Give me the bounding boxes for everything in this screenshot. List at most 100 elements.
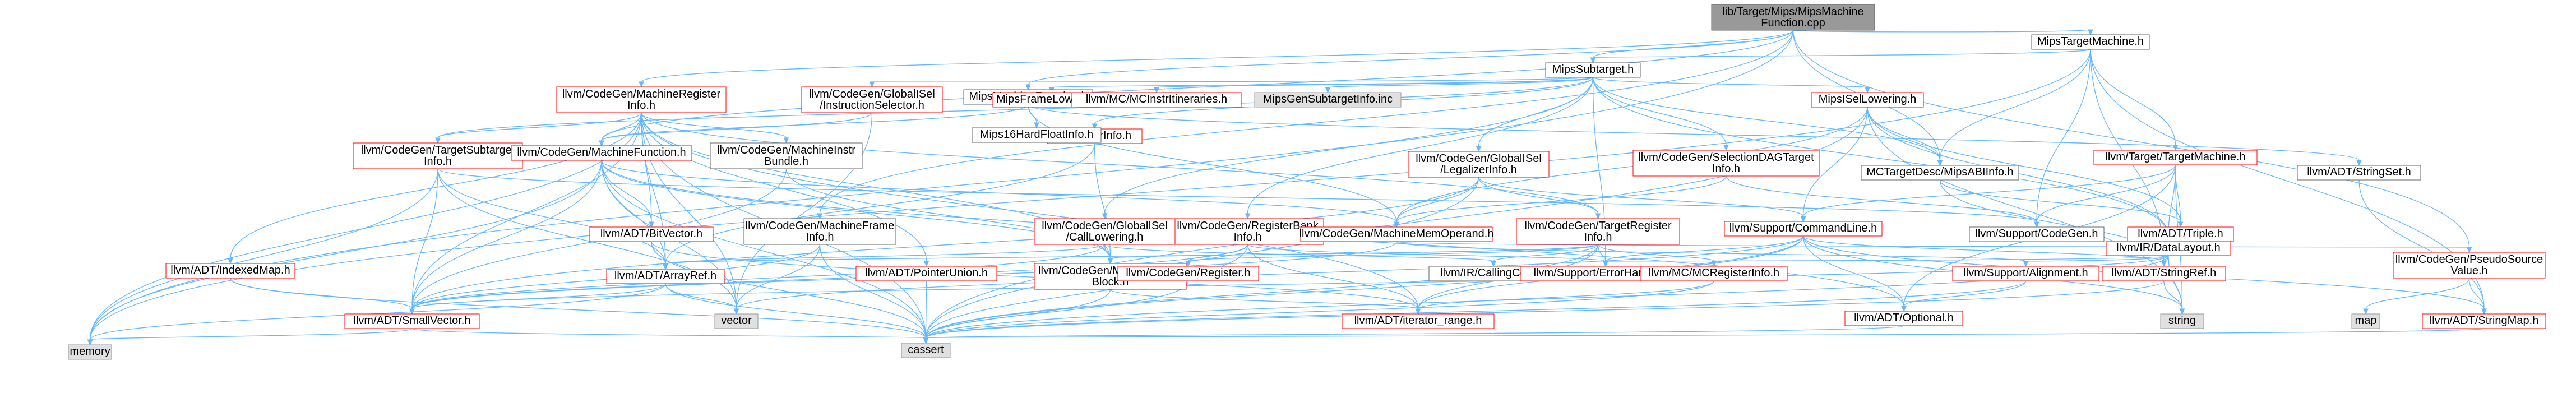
node-mipsisel[interactable]: MipsISelLowering.h xyxy=(1811,92,1924,108)
node-label: llvm/ADT/Optional.h xyxy=(1854,312,1954,324)
node-indexedmap[interactable]: llvm/ADT/IndexedMap.h xyxy=(165,263,295,279)
node-label: MipsSubtarget.h xyxy=(1552,63,1634,76)
edge-gisel_ll-to-smallvector xyxy=(409,177,1479,315)
node-box xyxy=(855,266,997,281)
node-box xyxy=(1640,266,1788,281)
edge-root-to-mipstm xyxy=(1792,29,2093,36)
edge-cgmf-to-arrayref xyxy=(601,160,668,270)
node-stringmap[interactable]: llvm/ADT/StringMap.h xyxy=(2422,313,2546,329)
node-label: Value.h xyxy=(2450,265,2487,277)
node-mipssub[interactable]: MipsSubtarget.h xyxy=(1545,62,1641,78)
node-box xyxy=(2106,241,2231,256)
node-box xyxy=(606,269,725,284)
edge-mipstm-to-mipssub xyxy=(1590,49,2091,64)
node-ptrunion[interactable]: llvm/ADT/PointerUnion.h xyxy=(855,266,997,281)
edge-cgmmo-to-cgpsv xyxy=(1396,241,2472,253)
node-label: llvm/CodeGen/TargetRegister xyxy=(1524,220,1672,232)
node-stringset[interactable]: llvm/ADT/StringSet.h xyxy=(2297,165,2421,181)
node-box xyxy=(1300,226,1493,242)
node-cgmmo[interactable]: llvm/CodeGen/MachineMemOperand.h xyxy=(1299,226,1494,242)
node-label: llvm/CodeGen/SelectionDAGTarget xyxy=(1638,151,1814,164)
node-label: MipsISelLowering.h xyxy=(1819,93,1917,105)
node-label: llvm/CodeGen/MachineMemOperand.h xyxy=(1299,228,1494,240)
node-label: llvm/CodeGen/GlobalISel xyxy=(1416,152,1542,165)
node-smallvector[interactable]: llvm/ADT/SmallVector.h xyxy=(344,313,480,329)
node-label: llvm/ADT/StringMap.h xyxy=(2430,315,2539,327)
node-label: llvm/ADT/ArrayRef.h xyxy=(614,270,716,282)
node-gisel-ll[interactable]: llvm/CodeGen/GlobalISel/LegalizerInfo.h xyxy=(1408,151,1550,178)
node-optional[interactable]: llvm/ADT/Optional.h xyxy=(1844,311,1963,326)
node-triple[interactable]: llvm/ADT/Triple.h xyxy=(2127,226,2234,242)
node-vector: vector xyxy=(714,313,759,329)
edge-cgsdag-to-cgmmo xyxy=(1394,175,1727,228)
node-targetmachine[interactable]: llvm/Target/TargetMachine.h xyxy=(2093,150,2258,165)
edge-cgmri-to-cgmf xyxy=(599,112,642,147)
edge-mfi-to-stringset xyxy=(1028,104,2362,167)
node-label: llvm/ADT/SmallVector.h xyxy=(354,315,471,327)
node-iterrange[interactable]: llvm/ADT/iterator_range.h xyxy=(1342,313,1495,329)
node-box xyxy=(1969,226,2105,242)
edge-mipssub-to-mcinstr xyxy=(1154,77,1594,94)
edge-cgmri-to-cgmib xyxy=(641,112,789,144)
node-gisel-is[interactable]: llvm/CodeGen/GlobalISel/InstructionSelec… xyxy=(801,86,943,113)
edge-datalayout-to-errh xyxy=(1603,255,2169,267)
node-label: llvm/ADT/StringSet.h xyxy=(2307,166,2411,178)
node-box xyxy=(901,343,951,358)
node-bitvector[interactable]: llvm/ADT/BitVector.h xyxy=(589,226,714,242)
node-box xyxy=(1811,92,1924,108)
edge-cgrbi-to-cgreg xyxy=(1185,244,1248,267)
node-label: vector xyxy=(721,315,752,327)
edge-mipssub-to-gisel_is xyxy=(869,77,1594,88)
edge-cgmri-to-cgtsi xyxy=(435,112,642,144)
node-stringref[interactable]: llvm/ADT/StringRef.h xyxy=(2102,266,2226,281)
node-mctd[interactable]: MCTargetDesc/MipsABIInfo.h xyxy=(1861,165,2019,181)
node-box xyxy=(344,313,480,329)
node-mcinstr[interactable]: llvm/MC/MCInstrItineraries.h xyxy=(1071,92,1242,108)
node-mcreg[interactable]: llvm/MC/MCRegisterInfo.h xyxy=(1640,266,1788,281)
node-label: Mips16HardFloatInfo.h xyxy=(980,128,1093,141)
node-box xyxy=(2093,150,2258,165)
node-datalayout[interactable]: llvm/IR/DataLayout.h xyxy=(2106,241,2231,256)
node-cmdline[interactable]: llvm/Support/CommandLine.h xyxy=(1724,221,1883,237)
edge-gisel_cl-to-callconv xyxy=(1104,244,1496,267)
node-box xyxy=(1342,313,1495,329)
node-label: llvm/CodeGen/MachineInstr xyxy=(717,144,855,156)
node-mipstm[interactable]: MipsTargetMachine.h xyxy=(2031,34,2150,50)
node-box xyxy=(1861,165,2019,181)
node-box xyxy=(1724,221,1883,237)
node-cgmf[interactable]: llvm/CodeGen/MachineFunction.h xyxy=(511,145,692,161)
node-cgreg[interactable]: llvm/CodeGen/Register.h xyxy=(1117,266,1259,281)
node-align[interactable]: llvm/Support/Alignment.h xyxy=(1952,266,2099,281)
node-gisel-cl[interactable]: llvm/CodeGen/GlobalISel/CallLowering.h xyxy=(1034,218,1176,245)
edge-cgmf-to-cgmmo xyxy=(601,160,1399,228)
node-box xyxy=(1632,150,1820,177)
node-mips16hf[interactable]: Mips16HardFloatInfo.h xyxy=(972,127,1102,143)
node-arrayref[interactable]: llvm/ADT/ArrayRef.h xyxy=(606,269,725,284)
node-box xyxy=(2393,252,2546,279)
edge-arrayref-to-smallvector xyxy=(409,283,666,315)
node-box xyxy=(1408,151,1550,178)
node-label: llvm/ADT/iterator_range.h xyxy=(1354,315,1482,327)
edge-cgreg-to-cassert xyxy=(923,280,1189,344)
edge-stringref-to-cassert xyxy=(923,280,2165,344)
node-label: MipsGenSubtargetInfo.inc xyxy=(1263,93,1393,105)
node-label: /InstructionSelector.h xyxy=(820,99,924,112)
edge-mcreg-to-iterrange xyxy=(1415,280,1715,315)
node-label: llvm/ADT/PointerUnion.h xyxy=(865,267,988,279)
node-string: string xyxy=(2160,313,2204,329)
node-label: Info.h xyxy=(1584,231,1612,243)
node-label: llvm/CodeGen/TargetSubtarget xyxy=(361,144,515,156)
node-codegen[interactable]: llvm/Support/CodeGen.h xyxy=(1969,226,2105,242)
edge-stringref-to-string xyxy=(2163,280,2185,315)
edge-targetmachine-to-cmdline xyxy=(1800,164,2176,223)
